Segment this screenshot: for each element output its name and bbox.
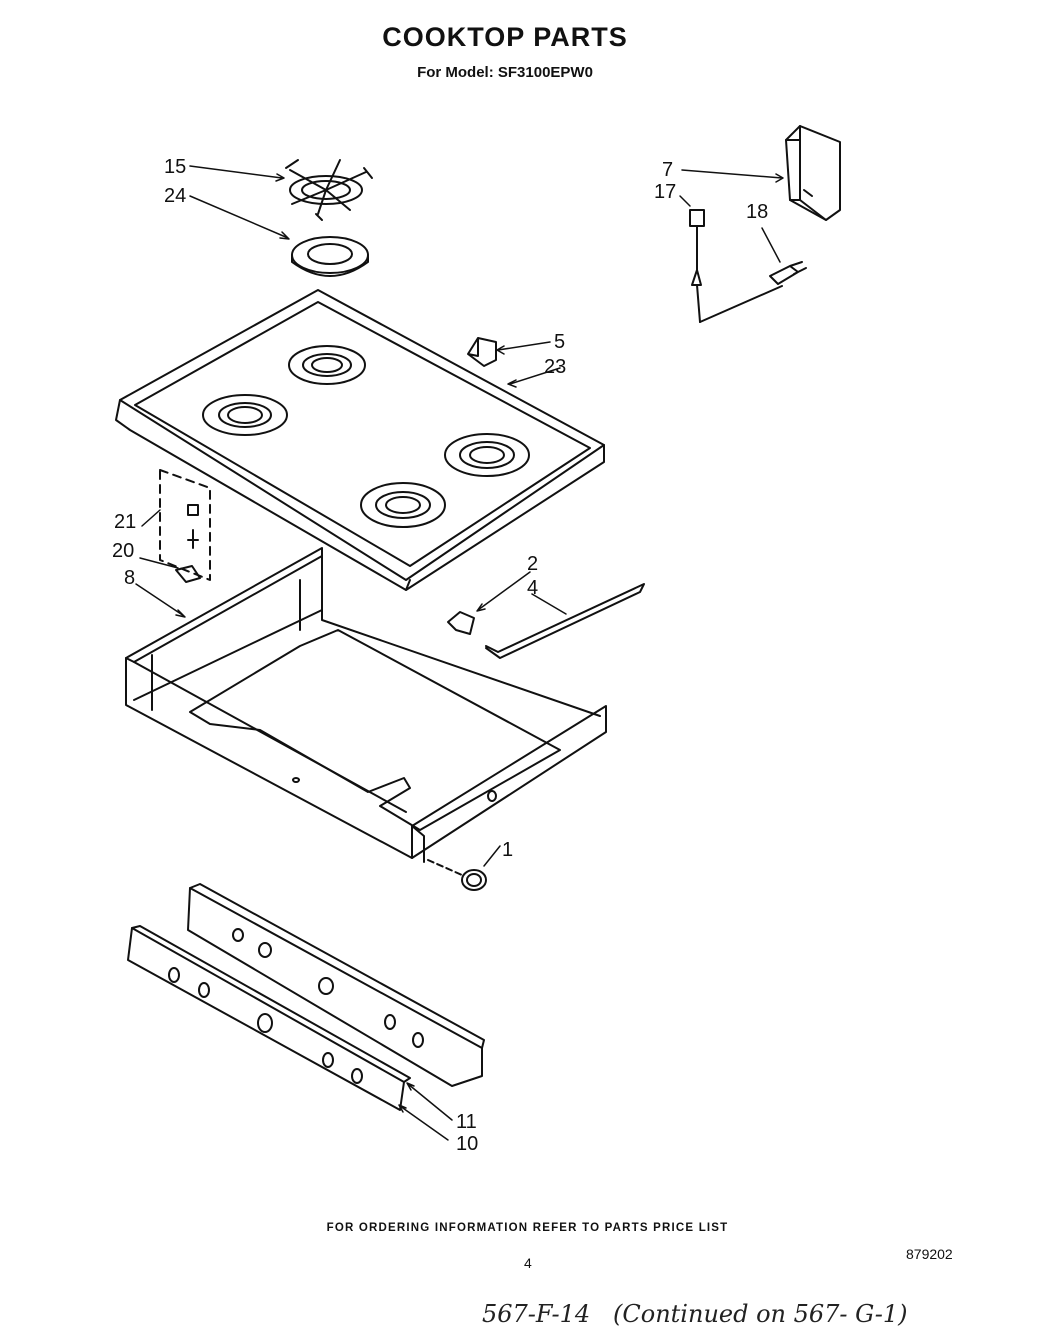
callout-5: 5 (554, 331, 565, 353)
page-title: COOKTOP PARTS (382, 22, 628, 52)
callout-17: 17 (654, 181, 676, 203)
front-panel (127, 925, 411, 1111)
model-subtitle: For Model: SF3100EPW0 (417, 64, 593, 81)
control-knob (427, 859, 487, 891)
callout-15: 15 (164, 156, 186, 178)
page-number: 4 (524, 1255, 532, 1271)
bracket-cover (785, 125, 841, 221)
callout-1: 1 (502, 839, 513, 861)
burner-ring (291, 236, 369, 277)
document-number: 879202 (906, 1246, 953, 1262)
leader-lines (135, 165, 784, 1141)
callout-23: 23 (544, 356, 566, 378)
callout-24: 24 (164, 185, 186, 207)
callout-4: 4 (527, 577, 538, 599)
callout-21: 21 (114, 511, 136, 533)
ordering-note: FOR ORDERING INFORMATION REFER TO PARTS … (326, 1222, 729, 1234)
callout-18: 18 (746, 201, 768, 223)
callout-10: 10 (456, 1133, 478, 1155)
handwritten-note: 567-F-14 (Continued on 567- G-1) (482, 1300, 908, 1328)
callout-8: 8 (124, 567, 135, 589)
burner-grate (285, 159, 373, 221)
callout-11: 11 (456, 1111, 477, 1133)
power-plug (769, 261, 807, 285)
callout-20: 20 (112, 540, 134, 562)
igniter-and-rod (447, 583, 645, 659)
callout-2: 2 (527, 553, 538, 575)
cooktop-top (115, 289, 605, 591)
fastener-group (159, 469, 211, 583)
switch-with-wire (689, 209, 783, 323)
clip-part (467, 337, 497, 367)
bottom-pan (125, 547, 607, 863)
control-panel (187, 883, 485, 1087)
callout-7: 7 (662, 159, 673, 181)
